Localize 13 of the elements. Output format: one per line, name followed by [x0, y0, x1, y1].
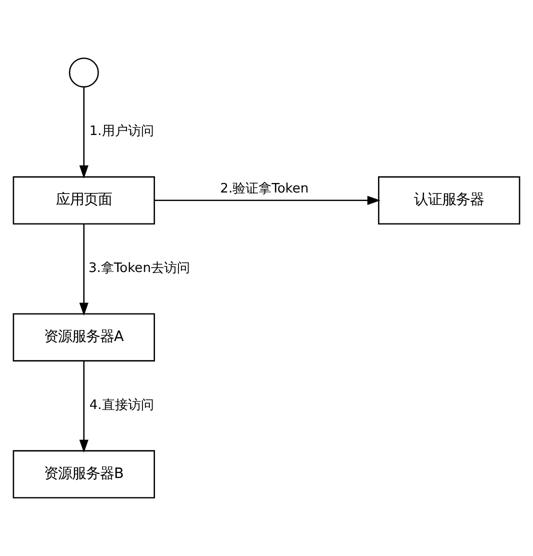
node-box: 资源服务器B — [12, 450, 155, 498]
arrow — [79, 360, 88, 453]
node-person — [68, 58, 99, 88]
edge-label: 4.直接访问 — [89, 398, 154, 414]
arrow — [79, 87, 88, 178]
node-box: 认证服务器 — [378, 176, 520, 225]
edge-label: 2.验证拿Token — [220, 182, 309, 197]
node-box: 资源服务器A — [12, 313, 155, 362]
edge-label: 1.用户访问 — [89, 124, 154, 140]
edge-label: 3.拿Token去访问 — [88, 261, 190, 276]
arrow — [79, 224, 88, 316]
node-box: 应用页面 — [12, 176, 155, 225]
arrow — [154, 196, 380, 205]
